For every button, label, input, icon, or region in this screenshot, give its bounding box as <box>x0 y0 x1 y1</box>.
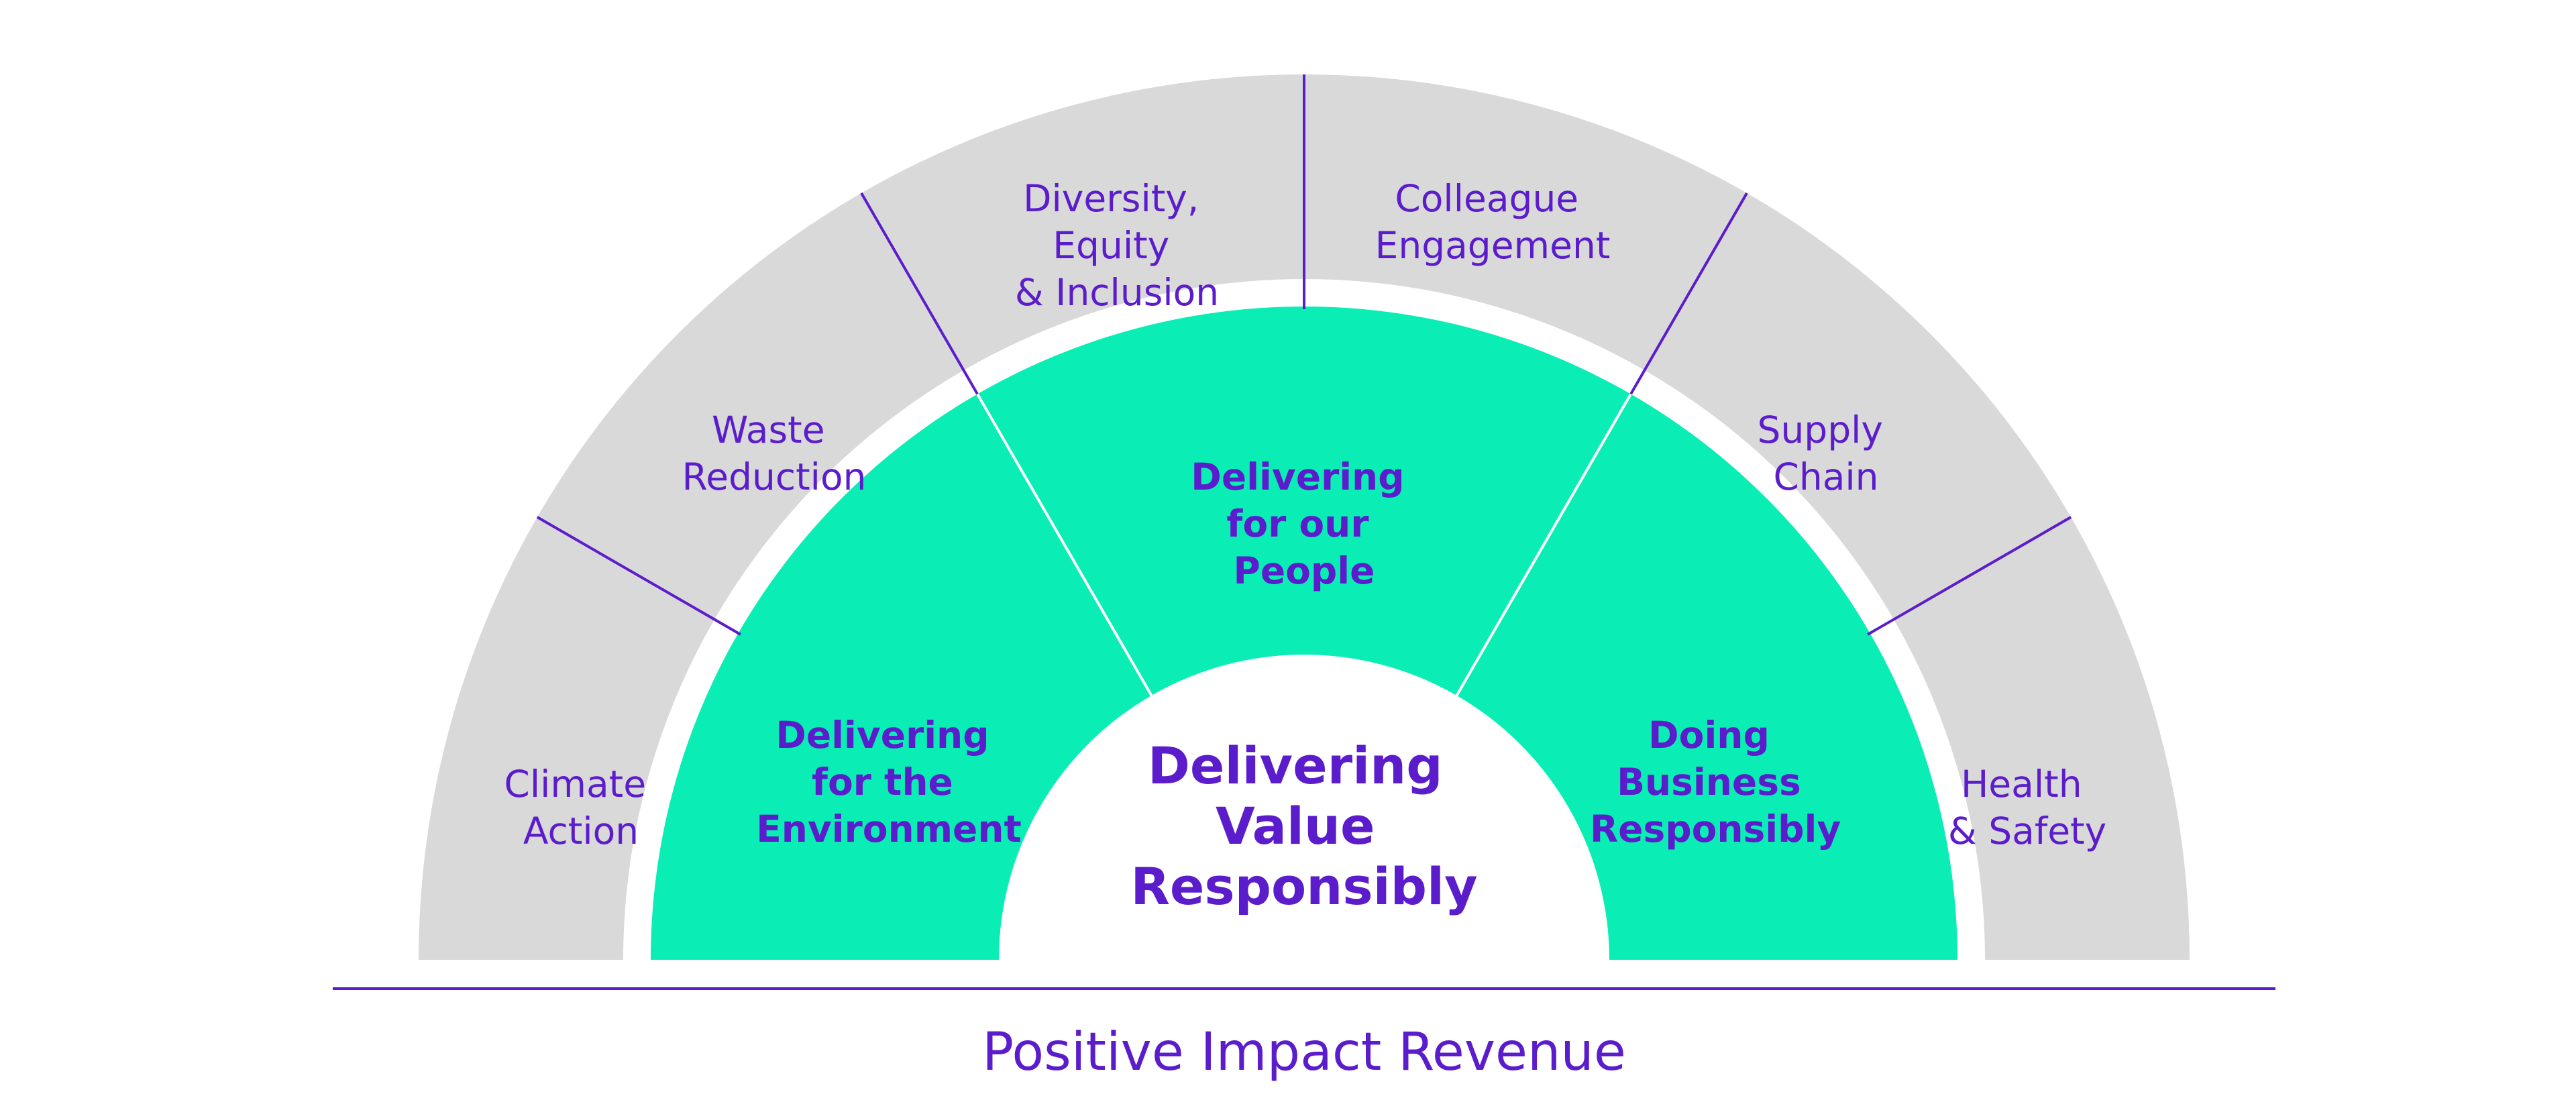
inner-label-environment: Delivering for the Environment <box>756 714 1022 850</box>
outer-label-supply-chain: Supply Chain <box>1758 408 1895 498</box>
inner-ring <box>651 306 1957 960</box>
outer-segment-diversity-equity-inclusion <box>861 74 1304 370</box>
outer-label-diversity-equity-inclusion: Diversity, Equity & Inclusion <box>1015 177 1219 314</box>
outer-divider <box>1867 516 2072 636</box>
outer-label-colleague-engagement: Colleague Engagement <box>1375 177 1611 267</box>
center-label: Delivering Value Responsibly <box>1130 736 1477 916</box>
inner-label-people: Delivering for our People <box>1191 455 1417 592</box>
outer-dividers <box>536 74 2072 636</box>
outer-segment-health-safety <box>1894 517 2190 960</box>
outer-divider <box>860 192 980 397</box>
inner-divider <box>976 393 1153 696</box>
footer-label: Positive Impact Revenue <box>982 1022 1626 1083</box>
outer-label-waste-reduction: Waste Reduction <box>682 408 867 498</box>
outer-divider <box>1628 192 1748 397</box>
inner-segment-business <box>1456 394 1957 960</box>
inner-label-business: Doing Business Responsibly <box>1590 714 1841 850</box>
outer-segment-climate-action <box>419 517 714 960</box>
outer-segment-waste-reduction <box>537 192 964 620</box>
inner-divider <box>1455 393 1632 696</box>
outer-segment-colleague-engagement <box>1304 74 1747 370</box>
inner-segment-environment <box>651 394 1152 960</box>
inner-segment-people <box>977 306 1631 696</box>
outer-divider <box>536 516 741 636</box>
outer-label-health-safety: Health & Safety <box>1948 763 2106 852</box>
inner-dividers <box>976 393 1632 696</box>
outer-ring <box>419 74 2190 960</box>
outer-segment-supply-chain <box>1644 192 2072 620</box>
outer-label-climate-action: Climate Action <box>504 763 657 852</box>
